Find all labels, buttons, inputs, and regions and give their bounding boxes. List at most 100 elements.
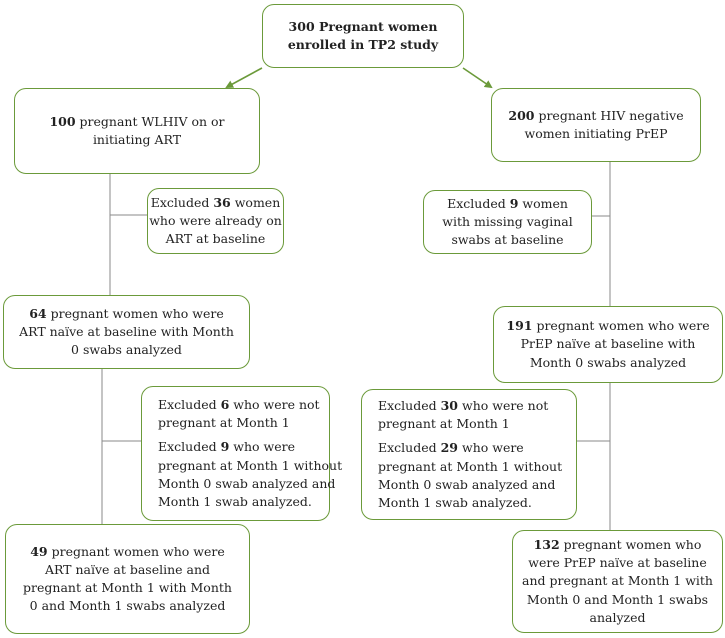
count-value: 64 (29, 305, 47, 321)
count-value: 9 (220, 439, 230, 455)
text-line: pregnant at Month 1 with Month (23, 579, 232, 597)
text-segment: analyzed (589, 609, 646, 625)
count-value: 9 (509, 195, 519, 211)
text-segment: pregnant WLHIV on or (75, 113, 225, 129)
text-segment: and pregnant at Month 1 with (522, 573, 713, 589)
text-segment: women (230, 194, 281, 210)
text-segment: Excluded (447, 195, 510, 211)
text-line: swabs at baseline (451, 231, 563, 249)
text-segment: women initiating PrEP (524, 126, 668, 141)
count-value: 132 (533, 537, 560, 553)
text-line: 0 and Month 1 swabs analyzed (30, 597, 226, 615)
count-value: 30 (440, 398, 459, 414)
text-line: ART naïve at baseline with Month (19, 323, 234, 341)
text-line: 64 pregnant women who were (29, 305, 224, 323)
text-segment: ART at baseline (165, 231, 266, 247)
text-line: 0 swabs analyzed (71, 341, 182, 359)
text-segment: who were not (229, 397, 320, 413)
count-value: 191 (506, 318, 533, 334)
text-segment: pregnant at Month 1 (158, 415, 290, 431)
text-line: Excluded 29 who were (378, 439, 562, 457)
text-line: Month 0 swab analyzed and (378, 476, 562, 494)
text-line: pregnant at Month 1 (158, 414, 320, 432)
text-line: who were already on (149, 212, 282, 230)
text-line: enrolled in TP2 study (288, 36, 438, 54)
text-line: 100 pregnant WLHIV on or (49, 113, 224, 131)
text-segment: swabs at baseline (451, 232, 564, 248)
text-segment: Month 1 swab analyzed. (378, 494, 532, 510)
enrolled-box: 300 Pregnant women enrolled in TP2 study (262, 4, 464, 68)
text-segment: pregnant HIV negative (534, 107, 684, 123)
text-line: initiating ART (93, 131, 181, 149)
text-segment: women (518, 195, 568, 211)
text-segment: Excluded (150, 194, 214, 210)
text-segment: who were already on (149, 212, 282, 228)
text-line: Month 1 swab analyzed. (158, 493, 342, 511)
text-line: pregnant at Month 1 without (158, 457, 342, 475)
text-segment: initiating ART (92, 132, 182, 147)
text-line: Excluded 36 women (151, 194, 281, 212)
text-line: ART naïve at baseline and (45, 561, 210, 579)
text-segment: Month 0 and Month 1 swabs (526, 591, 709, 607)
text-segment: pregnant at Month 1 with Month (23, 580, 232, 595)
arrow-to-hiv-positive (225, 67, 263, 88)
text-line: 200 pregnant HIV negative (508, 107, 683, 125)
text-line: PrEP naïve at baseline with (521, 335, 696, 353)
text-segment: pregnant women who were (47, 543, 225, 559)
text-line: Excluded 9 women (447, 195, 568, 213)
text-line: analyzed (590, 609, 646, 627)
text-segment: 0 and Month 1 swabs analyzed (29, 598, 226, 614)
text-line: 49 pregnant women who were (30, 543, 225, 561)
text-line: 132 pregnant women who (534, 536, 702, 554)
count-value: 49 (30, 543, 48, 559)
text-segment: Excluded (158, 397, 221, 413)
text-line: Excluded 6 who were not (158, 396, 320, 414)
text-segment: Month 1 swab analyzed. (158, 493, 312, 509)
text-segment: who were (458, 440, 524, 456)
text-segment: were PrEP naïve at baseline (528, 555, 707, 571)
count-value: 6 (220, 397, 230, 413)
text-line: Excluded 9 who were (158, 438, 342, 456)
text-line: ART at baseline (166, 230, 266, 248)
text-segment: who were not (458, 398, 549, 414)
text-segment: 0 swabs analyzed (71, 342, 182, 358)
text-line: Month 0 and Month 1 swabs (527, 591, 708, 609)
text-line: women initiating PrEP (525, 125, 668, 143)
text-segment: Excluded (158, 439, 221, 455)
text-line: and pregnant at Month 1 with (522, 572, 713, 590)
text-line: Month 1 swab analyzed. (378, 494, 562, 512)
text-segment: Month 0 swab analyzed and (158, 475, 336, 491)
count-value: 29 (440, 440, 459, 456)
text-segment: Month 0 swab analyzed and (378, 476, 556, 492)
text-line: Month 0 swab analyzed and (158, 475, 342, 493)
text-segment: pregnant at Month 1 without (158, 457, 343, 473)
text-line: Excluded 30 who were not (378, 397, 548, 415)
count-value: 100 (49, 113, 76, 129)
count-value: 36 (213, 194, 231, 210)
text-segment: pregnant women who were (532, 318, 710, 334)
text-line: pregnant at Month 1 without (378, 458, 562, 476)
text-segment: pregnant women who were (46, 305, 224, 321)
count-value: 300 Pregnant women (288, 18, 438, 34)
text-segment: pregnant women who (559, 537, 702, 553)
text-segment: who were (229, 439, 296, 455)
text-line: with missing vaginal (442, 213, 572, 231)
text-segment: pregnant at Month 1 (378, 416, 510, 432)
text-line: 191 pregnant women who were (506, 317, 709, 335)
text-segment: Excluded (378, 440, 441, 456)
text-segment: Month 0 swabs analyzed (529, 354, 687, 370)
